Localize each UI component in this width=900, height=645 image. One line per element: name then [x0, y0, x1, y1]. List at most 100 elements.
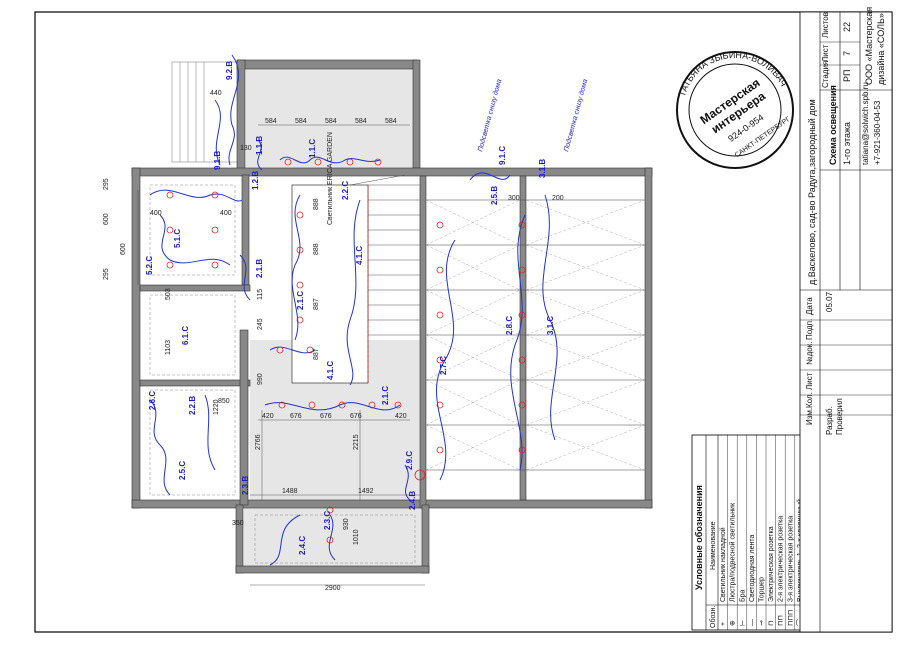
dim-2900: 2900 — [325, 585, 341, 592]
legend-symbol: — — [749, 619, 756, 626]
dimension-texts: 440 130 584 584 584 584 584 295 600 295 … — [103, 90, 564, 592]
furniture-label: Светильник ERICA GARDEN — [327, 132, 334, 225]
dim-584-a: 584 — [265, 118, 277, 125]
dim-400-b: 400 — [220, 210, 232, 217]
terrace-cross-hatch — [425, 199, 646, 471]
role-dev: Разраб. — [825, 406, 834, 435]
circuit-5-1-c: 5.1.C — [173, 229, 182, 248]
designer-stamp: ТАТЬЯНА ЗЫБИНА-ВОЛИВАЧ Мастерская интерь… — [676, 50, 794, 169]
legend-item-name: 3-я электрическая розетка — [787, 516, 794, 602]
circuit-1-1-c: 1.1.C — [308, 139, 317, 158]
side-room-outlines — [149, 184, 416, 564]
circuit-2-4-c: 2.4.C — [298, 536, 307, 555]
phone: +7-921-360-04-53 — [873, 100, 882, 165]
circuit-9-1-b: 9.1.B — [213, 151, 222, 170]
dim-930: 930 — [343, 518, 350, 530]
dim-400-a: 400 — [150, 210, 162, 217]
rev-h-3: №док. — [805, 342, 814, 365]
date-value: 05.07 — [825, 291, 834, 312]
dim-1488: 1488 — [282, 488, 298, 495]
circuit-6-1-c: 6.1.C — [181, 326, 190, 345]
circuit-2-3-b: 2.3.B — [241, 476, 250, 495]
legend-title: Условные обозначения — [694, 485, 704, 590]
legend: Условные обозначения Обозн. Наименование… — [691, 434, 815, 631]
circuit-5-2-c: 5.2.C — [145, 256, 154, 275]
legend-item-name: Электрическая розетка — [768, 526, 775, 602]
circuit-2-5-c: 2.5.C — [178, 461, 187, 480]
legend-symbol: ⊕ — [730, 620, 737, 626]
title-block: д.Васкелово, сад-во Радуга,загородный до… — [799, 7, 893, 633]
dim-888-b: 888 — [313, 243, 320, 255]
sheet-title: Схема освещения — [828, 85, 838, 165]
org-line1: ООО «Мастерская — [864, 7, 874, 85]
rev-h-5: Дата — [805, 297, 814, 315]
dim-888-a: 888 — [313, 198, 320, 210]
org-line2: дизайна «СОЛЬ» — [876, 13, 886, 85]
staircase — [349, 174, 421, 336]
legend-item-name: Люстра/подвесной светильник — [729, 502, 737, 602]
dim-584-d: 584 — [355, 118, 367, 125]
walls — [131, 59, 653, 574]
dim-1220: 1220 — [213, 399, 220, 415]
dim-245: 245 — [257, 318, 264, 330]
legend-symbol: ⊓ — [768, 621, 775, 626]
dim-676-a: 676 — [290, 413, 302, 420]
luminaires — [166, 158, 526, 544]
dim-295-a: 295 — [103, 178, 110, 190]
dim-130: 130 — [240, 145, 252, 152]
circuit-2-2-b: 2.2.B — [188, 396, 197, 415]
legend-symbol: ⊓⊓ — [778, 615, 785, 626]
rev-h-2: Лист — [805, 372, 814, 390]
dim-887-a: 887 — [313, 298, 320, 310]
circuit-4-1-c-a: 4.1.C — [355, 246, 364, 265]
circuit-1-1-b: 1.1.B — [255, 136, 264, 155]
dim-1103: 1103 — [165, 340, 172, 355]
dim-1010: 1010 — [353, 529, 360, 545]
legend-symbol: ⊢ — [739, 620, 746, 626]
sheets-value: 22 — [842, 22, 852, 32]
legend-symbol: + — [720, 622, 727, 626]
dim-676-b: 676 — [320, 413, 332, 420]
sheet-value: 7 — [842, 51, 852, 56]
balcony-top — [171, 61, 243, 163]
project-name: д.Васкелово, сад-во Радуга,загородный до… — [807, 99, 817, 285]
legend-col-symbol: Обозн. — [709, 606, 717, 628]
circuit-2-9-c: 2.9.C — [405, 451, 414, 470]
circuit-2-7-c: 2.7.C — [439, 356, 448, 375]
circuit-1-2-b: 1.2.B — [251, 171, 260, 190]
dim-200: 200 — [552, 195, 564, 202]
dim-503: 503 — [165, 288, 172, 300]
dim-420-b: 420 — [395, 413, 407, 420]
legend-item-name: 2-я электрическая розетка — [778, 516, 785, 602]
circuit-2-5-b: 2.5.B — [490, 186, 499, 205]
legend-item-name: Светильник накладной — [719, 527, 727, 602]
dim-990: 990 — [257, 373, 264, 385]
underlight-note-2: Подсветка снизу дома — [562, 78, 589, 152]
dim-584-e: 584 — [385, 118, 397, 125]
legend-item-name: Бра — [739, 590, 746, 602]
dim-300: 300 — [508, 195, 520, 202]
room-fills — [244, 68, 424, 567]
circuit-2-8-c: 2.8.C — [505, 316, 514, 335]
dim-850: 850 — [218, 398, 230, 405]
circuit-3-1-c: 3.1.C — [546, 316, 555, 335]
circuit-2-1-b: 2.1.B — [255, 259, 264, 278]
dim-2215: 2215 — [353, 434, 360, 450]
dim-440: 440 — [210, 90, 222, 97]
circuit-4-1-c-b: 4.1.C — [326, 361, 335, 380]
dim-676-c: 676 — [350, 413, 362, 420]
stage-value: РП — [842, 70, 852, 82]
email: tatiana@solwich.spb.ru — [861, 82, 870, 165]
dim-350: 350 — [232, 520, 244, 527]
legend-item-name: Светодиодная лента — [749, 534, 756, 602]
underlight-note-1: Подсветка снизу дома — [476, 78, 503, 152]
role-check: Проверил — [835, 398, 844, 435]
col-stage: Стадия — [821, 61, 830, 88]
rev-h-4: Подп. — [805, 319, 814, 340]
dim-115: 115 — [257, 289, 264, 300]
rev-h-0: Изм. — [805, 408, 814, 425]
wiring — [149, 54, 558, 566]
sheet-subtitle: 1-го этажа — [842, 122, 852, 165]
